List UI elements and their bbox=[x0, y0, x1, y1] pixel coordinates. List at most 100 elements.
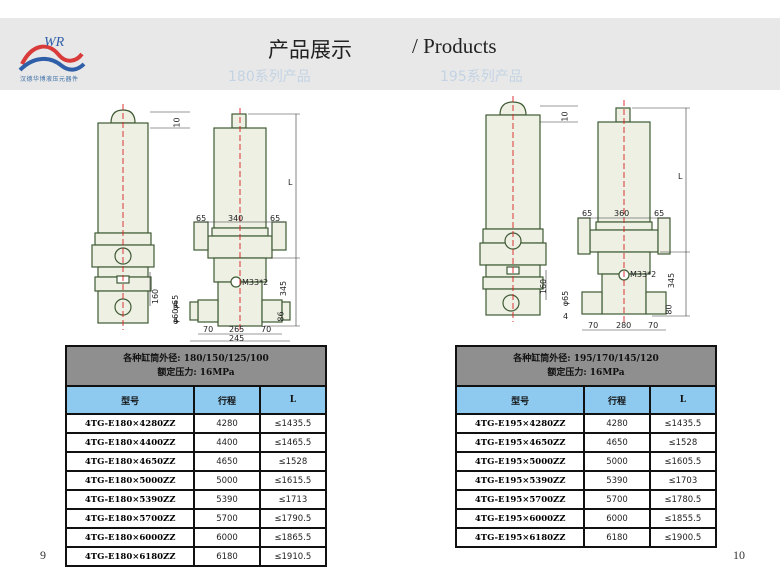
model-cell: 4TG-E195×4650ZZ bbox=[454, 432, 586, 453]
page-number-right: 10 bbox=[733, 548, 745, 562]
length-cell: ≤1435.5 bbox=[648, 413, 718, 434]
model-cell: 4TG-E195×5000ZZ bbox=[454, 451, 586, 472]
cylinder-drawing-left bbox=[91, 104, 300, 342]
right-dim-160: 160 bbox=[539, 278, 549, 295]
cylinder-drawing-right bbox=[479, 96, 690, 331]
page-title-cn: 产品展示 bbox=[268, 38, 352, 62]
stroke-cell: 5000 bbox=[583, 451, 651, 472]
spec-header-right: 各种缸筒外径: 195/170/145/120 额定压力: 16MPa bbox=[455, 345, 717, 387]
left-dim-flange-left: 65 bbox=[196, 214, 207, 223]
company-logo: WR bbox=[18, 35, 86, 72]
col-stroke-right: 行程 bbox=[583, 385, 651, 415]
length-cell: ≤1435.5 bbox=[258, 413, 328, 434]
right-dim-bottom-70b: 70 bbox=[648, 321, 659, 330]
length-cell: ≤1900.5 bbox=[648, 527, 718, 548]
stroke-cell: 4650 bbox=[193, 451, 261, 472]
right-dim-4: 4 bbox=[563, 312, 569, 321]
page-number-left: 9 bbox=[40, 548, 46, 562]
model-cell: 4TG-E180×5700ZZ bbox=[64, 508, 196, 529]
left-dim-bottom-265: 265 bbox=[229, 325, 245, 334]
model-cell: 4TG-E180×4650ZZ bbox=[64, 451, 196, 472]
right-port-label: M33*2 bbox=[630, 270, 657, 279]
length-cell: ≤1910.5 bbox=[258, 546, 328, 567]
left-dim-4b: 4 bbox=[173, 316, 179, 325]
length-cell: ≤1855.5 bbox=[648, 508, 718, 529]
stroke-cell: 5700 bbox=[193, 508, 261, 529]
length-cell: ≤1780.5 bbox=[648, 489, 718, 510]
model-cell: 4TG-E195×4280ZZ bbox=[454, 413, 586, 434]
right-dim-flange-right: 65 bbox=[654, 209, 665, 218]
right-dim-bottom-280: 280 bbox=[616, 321, 632, 330]
col-length-right: L bbox=[648, 385, 718, 415]
stroke-cell: 5390 bbox=[583, 470, 651, 491]
spec-line1-right: 各种缸筒外径: 195/170/145/120 bbox=[513, 354, 659, 364]
left-dim-flange-right: 65 bbox=[270, 214, 281, 223]
page-title-en: / Products bbox=[412, 34, 497, 58]
length-cell: ≤1703 bbox=[648, 470, 718, 491]
stroke-cell: 5390 bbox=[193, 489, 261, 510]
right-dim-345: 345 bbox=[667, 272, 677, 289]
left-dim-bottom-70a: 70 bbox=[203, 325, 214, 334]
length-cell: ≤1615.5 bbox=[258, 470, 328, 491]
spec-header-left: 各种缸筒外径: 180/150/125/100 额定压力: 16MPa bbox=[65, 345, 327, 387]
stroke-cell: 4400 bbox=[193, 432, 261, 453]
left-port-label: M33*2 bbox=[242, 278, 269, 287]
col-model-left: 型号 bbox=[64, 385, 196, 415]
model-cell: 4TG-E195×5700ZZ bbox=[454, 489, 586, 510]
logo-caption: 汉德华博液压元器件 bbox=[20, 76, 79, 83]
model-cell: 4TG-E180×5390ZZ bbox=[64, 489, 196, 510]
stroke-cell: 6000 bbox=[583, 508, 651, 529]
left-dim-345: 345 bbox=[279, 280, 289, 297]
right-dim-length: L bbox=[678, 172, 683, 181]
col-model-right: 型号 bbox=[454, 385, 586, 415]
left-dim-top-gap: 10 bbox=[172, 117, 182, 128]
left-dim-center: 340 bbox=[228, 214, 244, 223]
length-cell: ≤1865.5 bbox=[258, 527, 328, 548]
left-dim-4a: 4 bbox=[173, 300, 179, 309]
length-cell: ≤1465.5 bbox=[258, 432, 328, 453]
col-length-left: L bbox=[258, 385, 328, 415]
right-dim-center: 360 bbox=[614, 209, 630, 218]
model-cell: 4TG-E180×6000ZZ bbox=[64, 527, 196, 548]
length-cell: ≤1713 bbox=[258, 489, 328, 510]
left-dim-bottom-70b: 70 bbox=[261, 325, 272, 334]
model-cell: 4TG-E195×6180ZZ bbox=[454, 527, 586, 548]
stroke-cell: 5000 bbox=[193, 470, 261, 491]
stroke-cell: 4280 bbox=[193, 413, 261, 434]
spec-table-left: 各种缸筒外径: 180/150/125/100 额定压力: 16MPa 型号 行… bbox=[64, 345, 328, 567]
left-dim-bottom-245: 245 bbox=[229, 334, 245, 343]
series-watermark-left: 180系列产品 bbox=[228, 69, 311, 85]
logo-letters: WR bbox=[44, 35, 65, 50]
left-dim-86: 86 bbox=[276, 311, 286, 322]
right-dim-bottom-70a: 70 bbox=[588, 321, 599, 330]
stroke-cell: 6180 bbox=[193, 546, 261, 567]
model-cell: 4TG-E195×6000ZZ bbox=[454, 508, 586, 529]
model-cell: 4TG-E180×5000ZZ bbox=[64, 470, 196, 491]
length-cell: ≤1528 bbox=[648, 432, 718, 453]
stroke-cell: 5700 bbox=[583, 489, 651, 510]
series-watermark-right: 195系列产品 bbox=[440, 69, 523, 85]
header-band bbox=[0, 18, 780, 90]
right-dim-flange-left: 65 bbox=[582, 209, 593, 218]
spec-line2-left: 额定压力: 16MPa bbox=[157, 368, 235, 378]
right-dim-80: 80 bbox=[664, 304, 674, 315]
model-cell: 4TG-E195×5390ZZ bbox=[454, 470, 586, 491]
length-cell: ≤1528 bbox=[258, 451, 328, 472]
right-dim-phi65: φ65 bbox=[561, 290, 571, 307]
length-cell: ≤1605.5 bbox=[648, 451, 718, 472]
stroke-cell: 4650 bbox=[583, 432, 651, 453]
model-cell: 4TG-E180×6180ZZ bbox=[64, 546, 196, 567]
